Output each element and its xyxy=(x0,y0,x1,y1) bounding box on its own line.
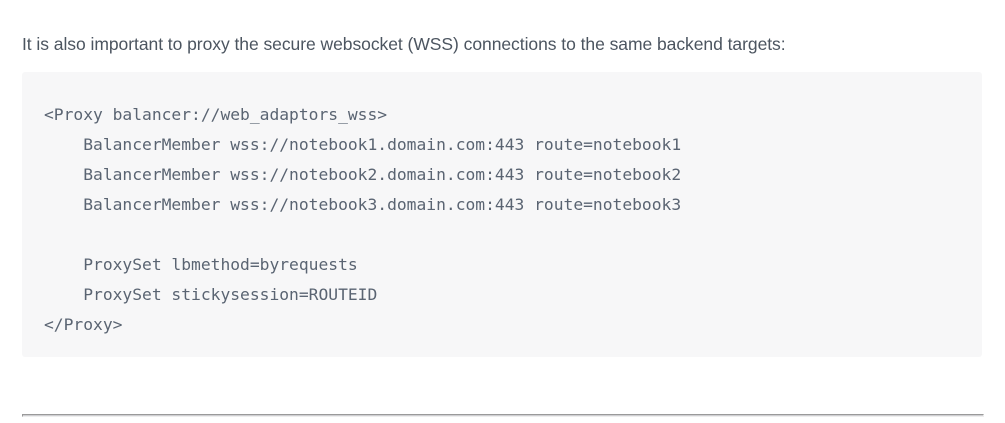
code-content[interactable]: <Proxy balancer://web_adaptors_wss> Bala… xyxy=(22,72,982,357)
code-line: ProxySet lbmethod=byrequests xyxy=(44,255,358,274)
code-line: </Proxy> xyxy=(44,315,123,334)
section-divider xyxy=(22,414,984,417)
code-line: BalancerMember wss://notebook3.domain.co… xyxy=(44,195,682,214)
code-line: BalancerMember wss://notebook1.domain.co… xyxy=(44,135,682,154)
code-line-blank xyxy=(44,220,960,250)
intro-paragraph: It is also important to proxy the secure… xyxy=(22,33,786,54)
code-lines-container: <Proxy balancer://web_adaptors_wss> Bala… xyxy=(44,100,960,340)
code-block: <Proxy balancer://web_adaptors_wss> Bala… xyxy=(22,72,982,357)
code-line: ProxySet stickysession=ROUTEID xyxy=(44,285,378,304)
code-line: BalancerMember wss://notebook2.domain.co… xyxy=(44,165,682,184)
code-line: <Proxy balancer://web_adaptors_wss> xyxy=(44,105,388,124)
